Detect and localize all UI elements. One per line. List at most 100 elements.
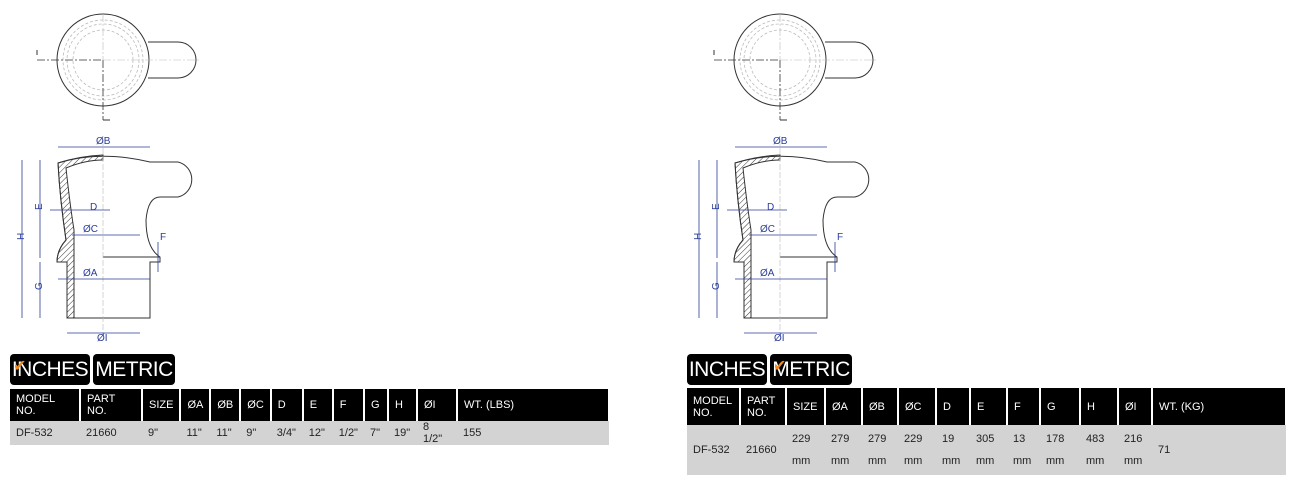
- dim-label-h: H: [16, 233, 27, 240]
- value: 483: [1086, 433, 1105, 445]
- spec-table-metric: MODEL NO. PART NO. SIZE ØA ØB ØC D E F G…: [687, 388, 1287, 475]
- cell: 155: [456, 421, 609, 445]
- unit: mm: [976, 455, 995, 467]
- value: 279: [831, 433, 850, 445]
- dim-label-i: ØI: [97, 333, 108, 344]
- spec-table-inches: MODEL NO. PART NO. SIZE ØA ØB ØC D E F G…: [10, 389, 611, 445]
- cell: 19": [387, 421, 417, 445]
- col-header: ØI: [416, 389, 458, 421]
- col-header: PART NO.: [80, 389, 143, 421]
- col-header: ØI: [1118, 388, 1153, 425]
- col-header: ØA: [825, 388, 863, 425]
- dim-label-g: G: [34, 282, 45, 290]
- col-header: SIZE: [786, 388, 826, 425]
- unit-tabs-metric: INCHES ✔METRIC: [687, 354, 852, 385]
- table-row: DF-532 21660 9" 11" 11" 9" 3/4" 12" 1/2"…: [10, 421, 609, 445]
- cell: 305 mm: [970, 425, 1007, 475]
- cell: 229 mm: [898, 425, 936, 475]
- dim-label-e: E: [711, 203, 722, 210]
- col-header: SIZE: [142, 389, 182, 421]
- col-header: E: [970, 388, 1008, 425]
- unit-tabs-inches: ✔INCHES METRIC: [10, 354, 175, 385]
- cell: 8 1/2": [416, 421, 457, 445]
- dim-label-e: E: [34, 203, 45, 210]
- tab-inches[interactable]: INCHES: [687, 354, 767, 385]
- top-view: [713, 13, 877, 121]
- dim-label-b: ØB: [773, 136, 788, 147]
- cell: 3/4": [270, 421, 303, 445]
- section-view: [56, 140, 193, 335]
- dim-label-b: ØB: [96, 136, 111, 147]
- unit: mm: [1086, 455, 1105, 467]
- dim-label-c: ØC: [760, 224, 775, 235]
- value: 229: [904, 433, 923, 445]
- col-header: H: [1080, 388, 1119, 425]
- value: 229: [792, 433, 811, 445]
- value: 279: [868, 433, 887, 445]
- col-header: F: [332, 389, 365, 421]
- check-icon: ✔: [13, 358, 26, 375]
- col-header: PART NO.: [740, 388, 787, 425]
- tab-label: METRIC: [772, 358, 850, 381]
- col-header: ØB: [210, 389, 242, 421]
- value: 216: [1124, 433, 1143, 445]
- col-header: H: [387, 389, 418, 421]
- cell: 11": [180, 421, 211, 445]
- tab-metric[interactable]: ✔METRIC: [770, 354, 852, 385]
- col-header: ØA: [180, 389, 212, 421]
- dim-label-h: H: [693, 233, 704, 240]
- cell: 216 mm: [1118, 425, 1152, 475]
- dim-label-a: ØA: [760, 268, 775, 279]
- dim-label-d: D: [767, 202, 774, 213]
- col-header: ØB: [862, 388, 899, 425]
- dim-label-f: F: [837, 232, 843, 243]
- cell: 279 mm: [825, 425, 862, 475]
- unit: mm: [831, 455, 850, 467]
- col-header: WT. (LBS): [456, 389, 611, 421]
- col-header: D: [936, 388, 971, 425]
- value: 13: [1013, 433, 1026, 445]
- dim-label-d: D: [90, 202, 97, 213]
- value: 305: [976, 433, 995, 445]
- cell: 9": [240, 421, 271, 445]
- cell: DF-532: [687, 425, 740, 475]
- cell: 483 mm: [1080, 425, 1118, 475]
- col-header: MODEL NO.: [687, 388, 741, 425]
- dim-label-a: ØA: [83, 268, 98, 279]
- check-icon: ✔: [773, 358, 786, 375]
- top-view: [36, 13, 200, 121]
- cell: 21660: [80, 421, 142, 445]
- col-header: WT. (KG): [1152, 388, 1287, 425]
- tab-metric[interactable]: METRIC: [93, 354, 175, 385]
- col-header: G: [363, 389, 389, 421]
- unit: mm: [1124, 455, 1143, 467]
- technical-drawing-metric: ØB D ØC F ØA ØI E H G: [693, 13, 877, 344]
- value: 178: [1046, 433, 1065, 445]
- tab-inches[interactable]: ✔INCHES: [10, 354, 90, 385]
- cell: 7": [363, 421, 388, 445]
- table-header-row: MODEL NO. PART NO. SIZE ØA ØB ØC D E F G…: [10, 389, 611, 421]
- cell: 1/2": [332, 421, 364, 445]
- cell: 9": [142, 421, 181, 445]
- col-header: ØC: [240, 389, 272, 421]
- unit: mm: [868, 455, 887, 467]
- dimensions: [698, 146, 836, 334]
- value: 19: [942, 433, 955, 445]
- col-header: ØC: [898, 388, 937, 425]
- cell: 11": [210, 421, 241, 445]
- section-view: [733, 140, 870, 335]
- table-header-row: MODEL NO. PART NO. SIZE ØA ØB ØC D E F G…: [687, 388, 1287, 425]
- dim-label-g: G: [711, 282, 722, 290]
- dim-label-i: ØI: [774, 333, 785, 344]
- tab-label: INCHES: [688, 358, 766, 381]
- technical-drawing-inches: ØB D ØC F ØA ØI E H G: [16, 13, 200, 344]
- unit: mm: [904, 455, 923, 467]
- cell: 21660: [740, 425, 786, 475]
- dimensions: [21, 146, 159, 334]
- tab-label: INCHES: [11, 358, 89, 381]
- cell: DF-532: [10, 421, 80, 445]
- cell: 71: [1152, 425, 1286, 475]
